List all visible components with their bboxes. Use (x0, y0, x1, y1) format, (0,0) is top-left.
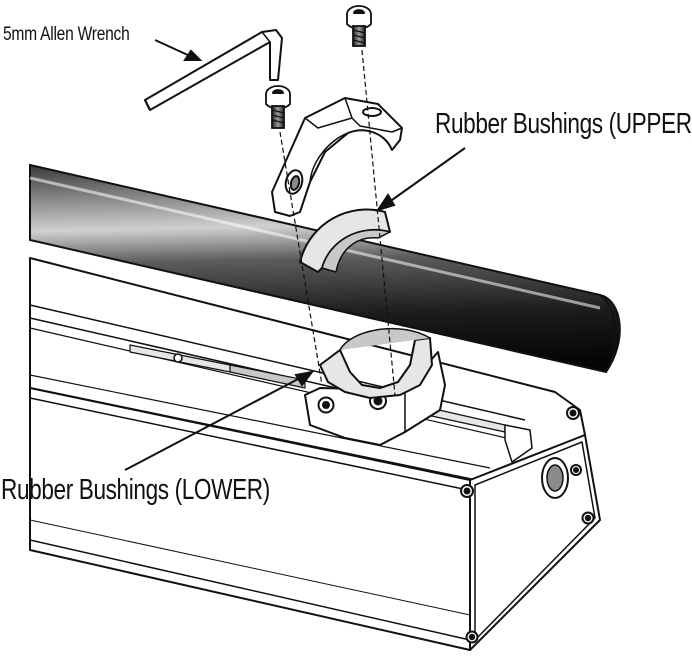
upper-screw-left (265, 85, 291, 129)
lower-bushing-label: Rubber Bushings (LOWER) (1, 474, 270, 506)
allen-wrench (144, 29, 283, 111)
upper-arrow-head (375, 193, 396, 212)
callout-arrows (124, 39, 466, 471)
wrench-arrow-head (183, 49, 203, 61)
upper-rubber-bushing (299, 208, 391, 273)
wrench-label: 5mm Allen Wrench (3, 24, 130, 45)
upper-screw-right (346, 5, 372, 47)
alignment-guides (279, 49, 396, 396)
upper-bushing-label: Rubber Bushings (UPPER) (435, 108, 692, 140)
lower-rubber-bushing (319, 327, 433, 399)
lower-arrow-head (294, 370, 315, 387)
